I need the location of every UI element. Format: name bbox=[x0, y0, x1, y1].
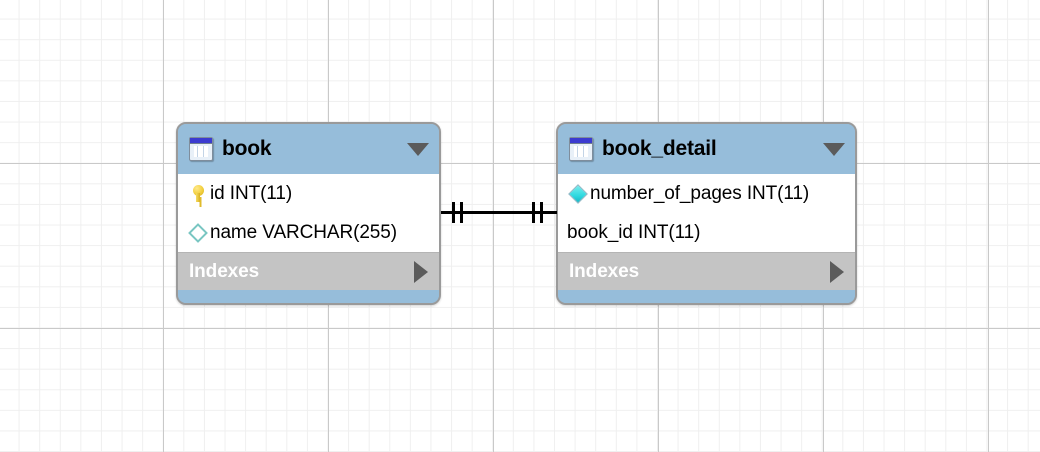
column-label: book_id INT(11) bbox=[567, 221, 701, 243]
table-row[interactable]: id INT(11) bbox=[178, 174, 439, 213]
table-icon bbox=[569, 137, 593, 161]
relationship-tick-right-inner bbox=[532, 202, 535, 223]
relationship-tick-left-inner bbox=[460, 202, 463, 223]
column-label: id INT(11) bbox=[210, 182, 293, 204]
relationship-line bbox=[441, 211, 557, 214]
indexes-label: Indexes bbox=[189, 260, 260, 282]
table-icon bbox=[189, 137, 213, 161]
indexes-section-book-detail[interactable]: Indexes bbox=[558, 252, 855, 290]
indexes-label: Indexes bbox=[569, 260, 640, 282]
table-row[interactable]: number_of_pages INT(11) bbox=[558, 174, 855, 213]
chevron-down-icon[interactable] bbox=[407, 142, 429, 156]
table-row[interactable]: name VARCHAR(255) bbox=[178, 213, 439, 252]
indexes-section-book[interactable]: Indexes bbox=[178, 252, 439, 290]
table-columns-book-detail: number_of_pages INT(11) book_id INT(11) bbox=[558, 174, 855, 252]
chevron-right-icon[interactable] bbox=[414, 260, 428, 283]
column-diamond-filled-icon bbox=[566, 183, 590, 204]
primary-key-icon bbox=[186, 185, 210, 202]
table-footer bbox=[558, 290, 855, 303]
column-diamond-hollow-icon bbox=[186, 222, 210, 243]
relationship-tick-left-outer bbox=[452, 202, 455, 223]
column-label: name VARCHAR(255) bbox=[210, 221, 397, 243]
column-label: number_of_pages INT(11) bbox=[590, 182, 810, 204]
chevron-right-icon[interactable] bbox=[830, 260, 844, 283]
table-row[interactable]: book_id INT(11) bbox=[558, 213, 855, 252]
relationship-tick-right-outer bbox=[540, 202, 543, 223]
table-node-book[interactable]: book id INT(11) name VARCHAR(255) Indexe… bbox=[176, 122, 441, 305]
table-title: book bbox=[222, 137, 272, 160]
table-node-book-detail[interactable]: book_detail number_of_pages INT(11) book… bbox=[556, 122, 857, 305]
table-header-book-detail[interactable]: book_detail bbox=[558, 124, 855, 174]
table-footer bbox=[178, 290, 439, 303]
chevron-down-icon[interactable] bbox=[823, 142, 845, 156]
table-title: book_detail bbox=[602, 137, 717, 160]
table-columns-book: id INT(11) name VARCHAR(255) bbox=[178, 174, 439, 252]
table-header-book[interactable]: book bbox=[178, 124, 439, 174]
